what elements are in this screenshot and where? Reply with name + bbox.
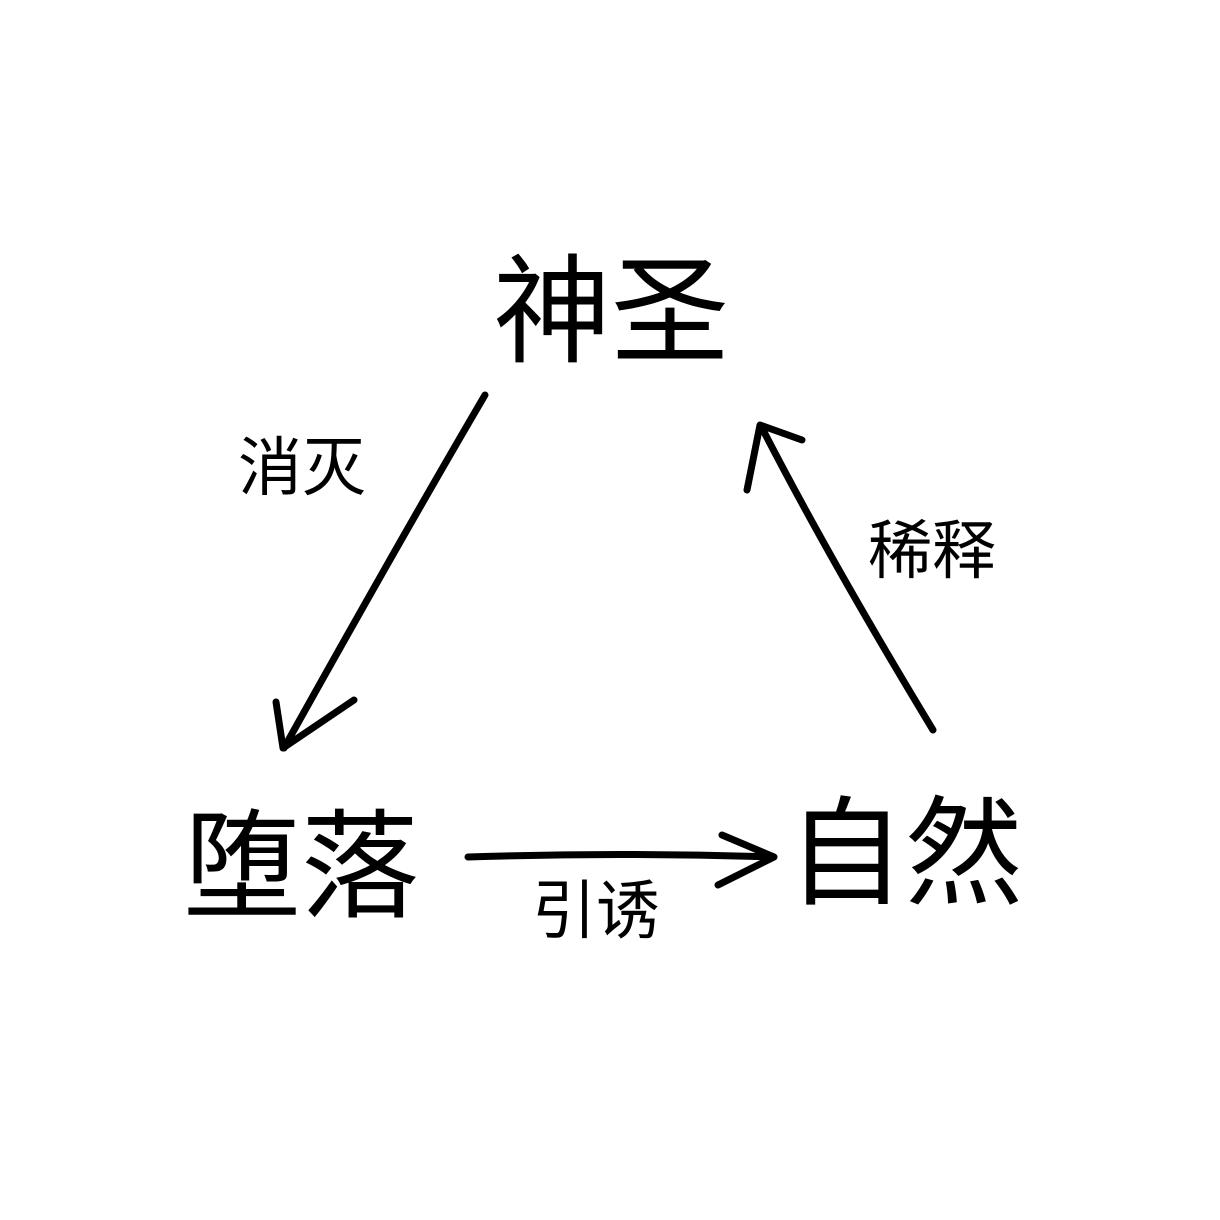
node-nature: 自然: [787, 785, 1024, 923]
arrow-sacred-to-fall: [280, 391, 489, 752]
edge-label-destroy: 消灭: [238, 432, 366, 506]
edge-label-tempt: 引诱: [532, 875, 660, 949]
arrow-nature-to-sacred-head: [743, 421, 806, 494]
arrow-nature-to-sacred: [758, 424, 937, 734]
arrow-fall-to-nature: [464, 851, 777, 861]
arrow-fall-to-nature-head: [714, 831, 778, 889]
node-fall: 堕落: [183, 798, 420, 936]
arrow-sacred-to-fall-head: [272, 696, 358, 752]
node-sacred: 神圣: [493, 243, 730, 381]
edge-label-dilute: 稀释: [868, 515, 996, 589]
